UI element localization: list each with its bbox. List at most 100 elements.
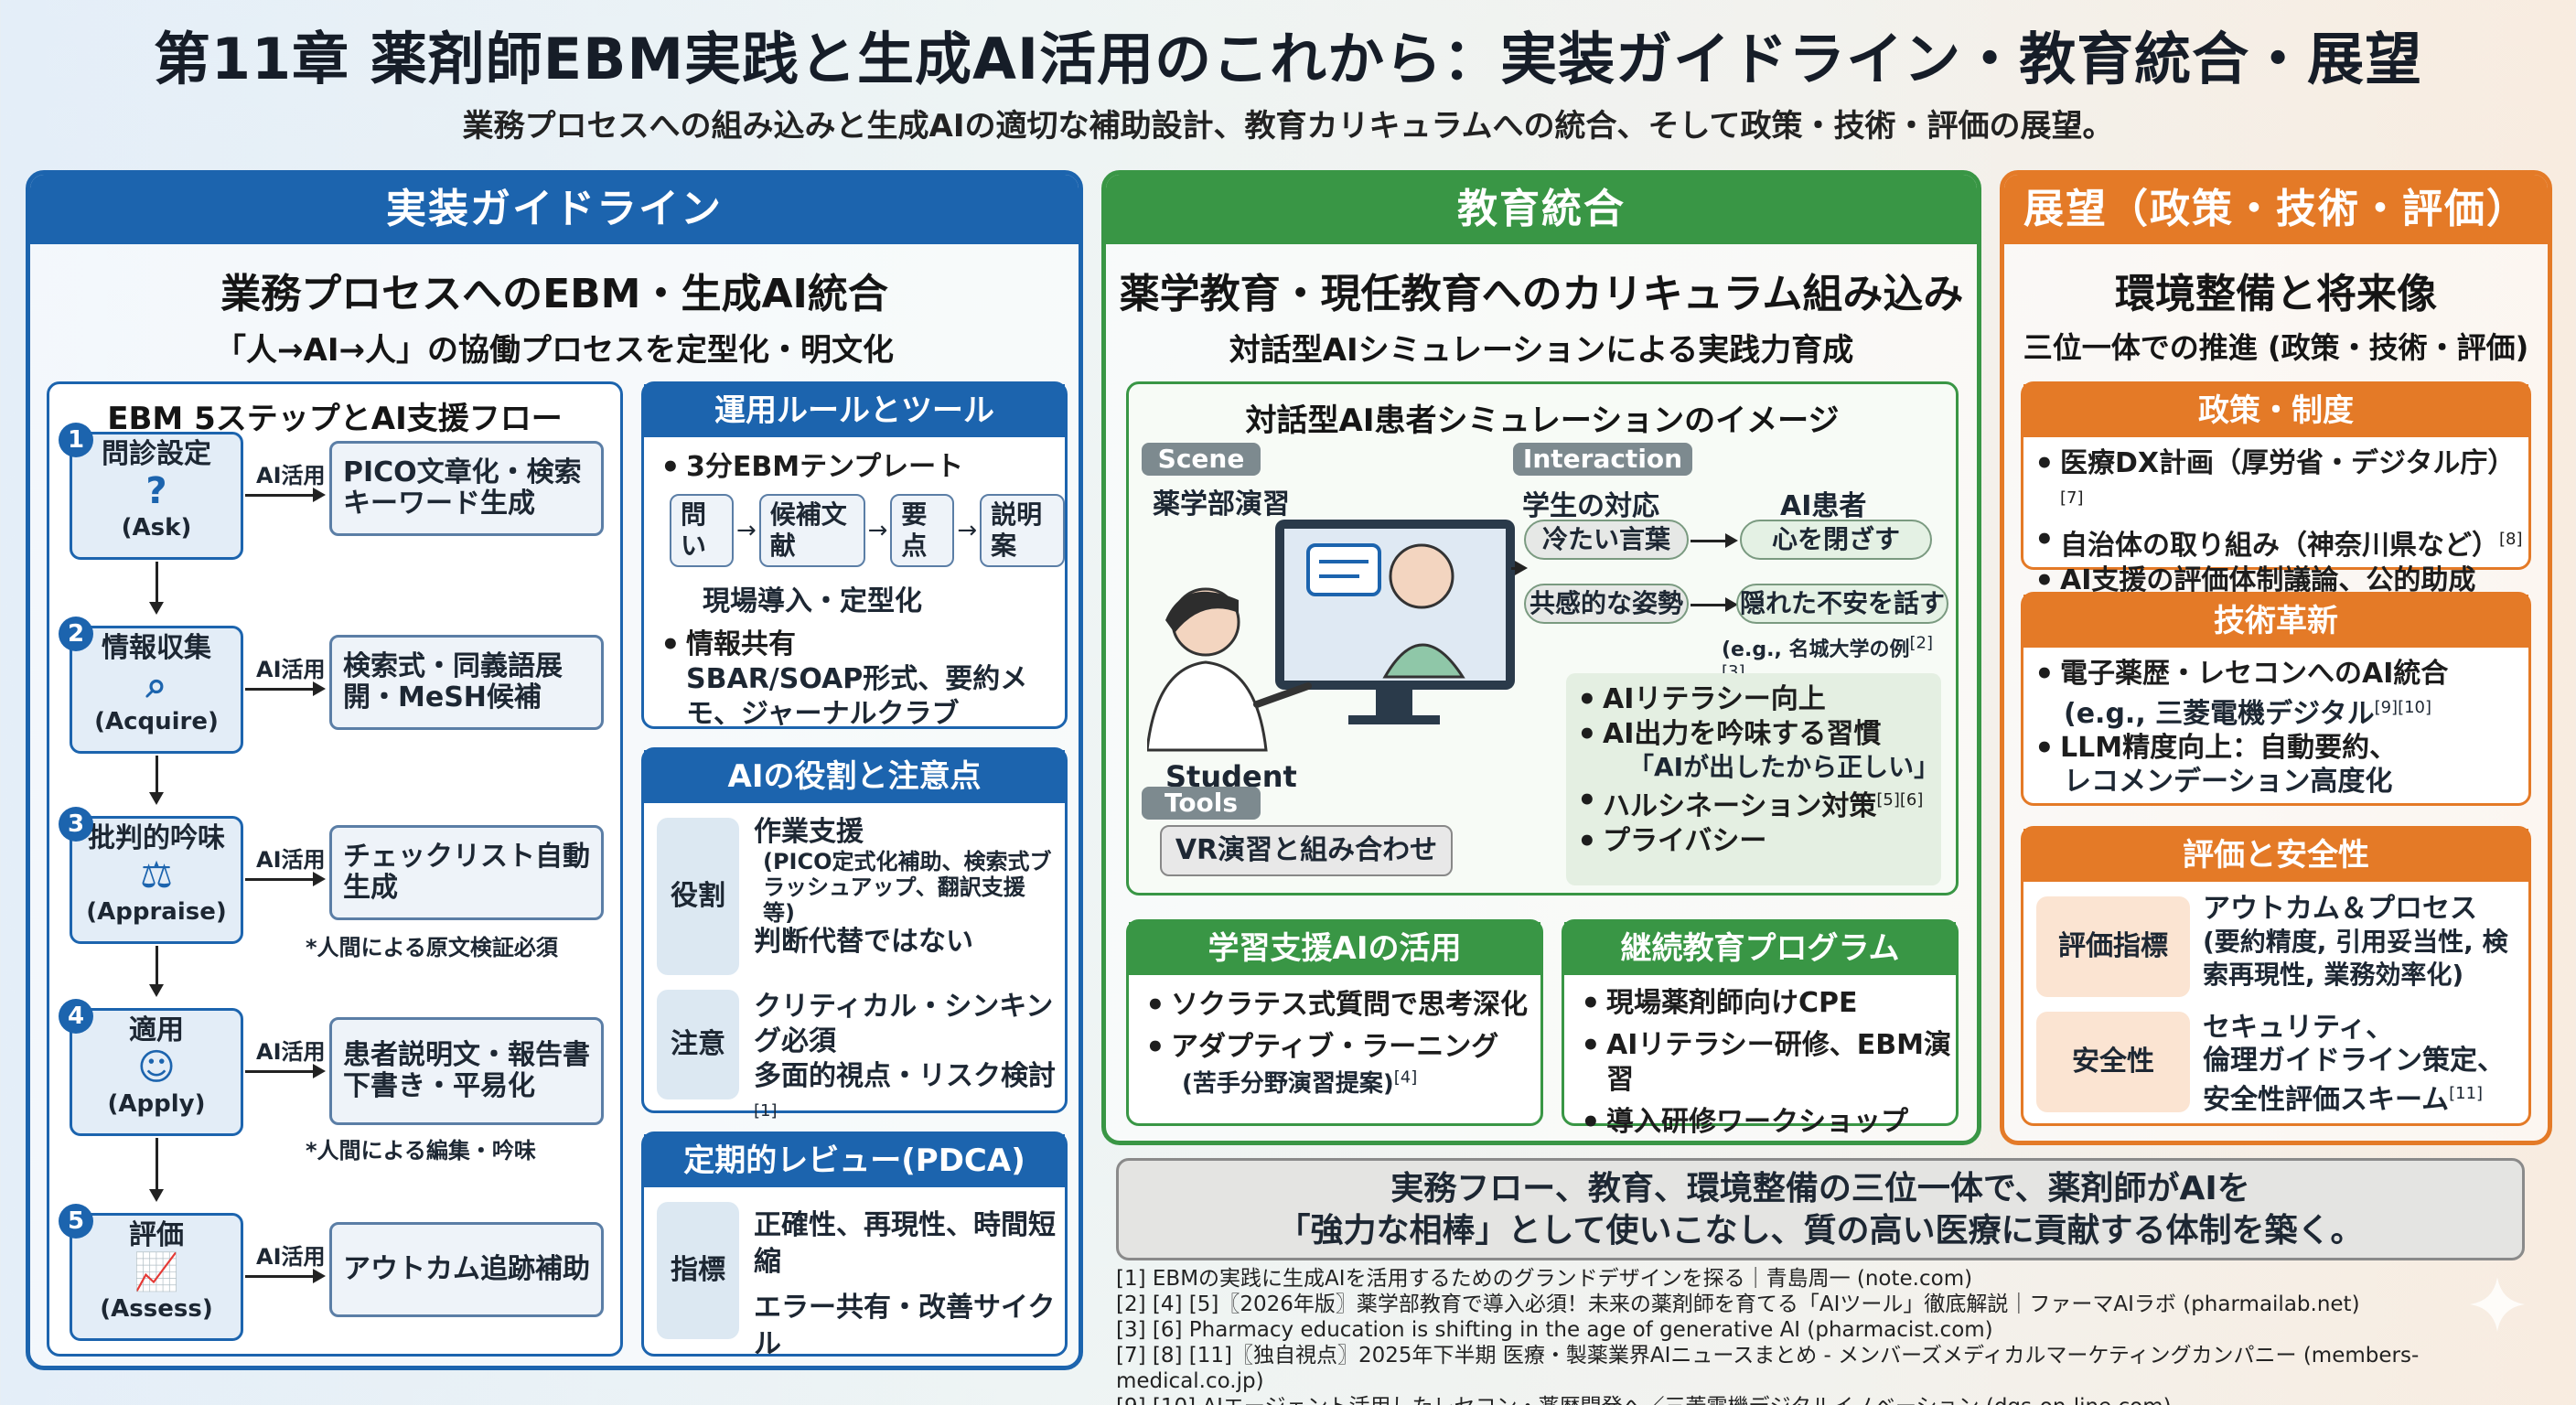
learning-item: アダプティブ・ラーニング [1142, 1030, 1540, 1065]
down-arrow-icon [149, 946, 164, 997]
caution-a: クリティカル・シンキング必須 [754, 991, 1054, 1057]
template-chain: 問い→ 候補文献→ 要点→ 説明案 [670, 494, 1066, 567]
down-arrow-icon [149, 756, 164, 805]
eval-a: アウトカム＆プロセス [2203, 893, 2477, 925]
safety-label: 安全性 [2036, 1012, 2190, 1112]
simulation-title: 対話型AI患者シミュレーションのイメージ [1245, 402, 1840, 439]
page-subtitle: 業務プロセスへの組み込みと生成AIの適切な補助設計、教育カリキュラムへの統合、そ… [462, 108, 2114, 145]
ai-tool-box: 検索式・同義語展開・MeSH候補 [329, 635, 604, 730]
learning-support-box: 学習支援AIの活用 ソクラテス式質問で思考深化 アダプティブ・ラーニング (苦手… [1126, 919, 1543, 1126]
role-label: 役割 [657, 818, 739, 975]
caution-label: 注意 [657, 990, 739, 1099]
ai-tool-box: アウトカム追跡補助 [329, 1222, 604, 1317]
education-subheading: 対話型AIシミュレーションによる実践力育成 [1229, 332, 1854, 369]
arrow-icon [245, 681, 326, 696]
page-title: 第11章 薬剤師EBM実践と生成AI活用のこれから：実装ガイドライン・教育統合・… [153, 26, 2423, 92]
safety-b: 倫理ガイドライン策定、 [2203, 1045, 2505, 1077]
tech-example: (e.g., 三菱電機デジタル[9][10] [2064, 698, 2432, 730]
student-col: 学生の対応 [1522, 490, 1659, 522]
tech-item-cont: レコメンデーション高度化 [2064, 766, 2393, 798]
interaction-tag: Interaction [1513, 443, 1692, 476]
point-quote: 「AIが出したから正しい」 [1628, 752, 1940, 782]
step-en: (Acquire) [94, 708, 219, 735]
reference-item: [1] EBMの実践に生成AIを活用するためのグランドデザインを探る｜青島周一 … [1116, 1267, 1973, 1291]
review-header: 定期的レビュー(PDCA) [644, 1134, 1065, 1187]
eval-b: (要約精度, 引用妥当性, 検索再現性, 業務効率化) [2203, 927, 2508, 990]
chain-step: 説明案 [980, 494, 1066, 567]
outlook-heading: 環境整備と将来像 [2115, 271, 2437, 317]
review-label: 指標 [657, 1202, 739, 1339]
simulation-box: 対話型AI患者シミュレーションのイメージ Scene 薬学部演習 Interac… [1126, 381, 1959, 896]
ai-label: AI活用 [256, 463, 326, 488]
arrow-icon [245, 1269, 326, 1283]
point-item: ハルシネーション対策[5][6] [1573, 783, 1941, 824]
ai-label: AI活用 [256, 1039, 326, 1065]
ai-label: AI活用 [256, 847, 326, 873]
ai-tool-box: チェックリスト自動生成 [329, 825, 604, 920]
safety-a: セキュリティ、 [2203, 1012, 2394, 1044]
down-arrow-icon [149, 562, 164, 615]
ai-tool-box: 患者説明文・報告書下書き・平易化 [329, 1017, 604, 1125]
step-note: *人間による原文検証必須 [306, 935, 558, 960]
education-heading: 薬学教育・現任教育へのカリキュラム組み込み [1119, 271, 1964, 317]
policy-box: 政策・制度 医療DX計画（厚労省・デジタル庁）[7] 自治体の取り組み（神奈川県… [2021, 381, 2531, 598]
step-note: *人間による編集・吟味 [306, 1138, 536, 1164]
ebm-step-1: 問診設定?(Ask) [70, 432, 243, 560]
review-a: 正確性、再現性、時間短縮 [754, 1209, 1056, 1278]
continuing-item: 現場薬剤師向けCPE [1577, 986, 1956, 1021]
reference-item: [3] [6] Pharmacy education is shifting i… [1116, 1318, 1993, 1342]
arrow-icon [245, 872, 326, 886]
chart-icon: 📈 [134, 1251, 179, 1293]
continuing-edu-box: 継続教育プログラム 現場薬剤師向けCPE AIリテラシー研修、EBM演習 導入研… [1562, 919, 1959, 1140]
caution-b: 多面的視点・リスク検討 [754, 1060, 1056, 1092]
sim-points: AIリテラシー向上 AI出力を吟味する習慣 「AIが出したから正しい」 ハルシネ… [1566, 673, 1941, 885]
ai-roles-box: AIの役割と注意点 役割 作業支援 (PICO定式化補助、検索式ブラッシュアップ… [641, 747, 1068, 1121]
learning-item: ソクラテス式質問で思考深化 [1142, 988, 1540, 1023]
education-panel: 教育統合 薬学教育・現任教育へのカリキュラム組み込み 対話型AIシミュレーション… [1101, 170, 1981, 1145]
roles-header: AIの役割と注意点 [644, 750, 1065, 803]
step-name: 問診設定 [102, 438, 211, 470]
scale-icon: ⚖ [140, 854, 173, 896]
learning-header: 学習支援AIの活用 [1129, 922, 1540, 975]
chat-bubble-icon [1306, 543, 1381, 596]
implementation-panel: 実装ガイドライン 業務プロセスへのEBM・生成AI統合 「人→AI→人」の協働プ… [26, 170, 1083, 1370]
rules-box: 運用ルールとツール 3分EBMテンプレート 問い→ 候補文献→ 要点→ 説明案 … [641, 381, 1068, 730]
eval-header: 評価と安全性 [2023, 829, 2528, 882]
implementation-subheading: 「人→AI→人」の協働プロセスを定型化・明文化 [215, 332, 894, 369]
ai-col: AI患者 [1780, 490, 1867, 522]
flow-title: EBM 5ステップとAI支援フロー [107, 401, 563, 437]
arrow-icon [1690, 533, 1738, 548]
eval-label: 評価指標 [2036, 896, 2190, 997]
step-number: 2 [59, 617, 93, 651]
point-item: プライバシー [1573, 824, 1941, 859]
role-title: 作業支援 [754, 816, 864, 848]
tech-item: LLM精度向上：自動要約、 [2031, 731, 2528, 766]
empathy: 共感的な姿勢 [1524, 584, 1689, 624]
scene-tag: Scene [1142, 443, 1261, 476]
tools-text: VR演習と組み合わせ [1160, 825, 1453, 876]
reference-item: [9] [10] AIエージェント活用したレセコン・薬歴開発へ／三菱電機デジタル… [1116, 1394, 2561, 1405]
step-number: 3 [59, 807, 93, 842]
continuing-header: 継続教育プログラム [1564, 922, 1956, 975]
eval-box: 評価と安全性 評価指標 アウトカム＆プロセス (要約精度, 引用妥当性, 検索再… [2021, 826, 2531, 1126]
continuing-item: AIリテラシー研修、EBM演習 [1577, 1028, 1956, 1098]
step-name: 情報収集 [102, 632, 211, 664]
tech-item: 電子薬歴・レセコンへのAI統合 [2031, 657, 2528, 692]
arrow-icon [1690, 597, 1738, 612]
ebm-step-5: 評価📈(Assess) [70, 1213, 243, 1341]
ebm-step-2: 情報収集⌕(Acquire) [70, 626, 243, 754]
step-number: 5 [59, 1204, 93, 1239]
ai-tool-box: PICO文章化・検索キーワード生成 [329, 441, 604, 536]
arrow-icon [1511, 561, 1528, 575]
learning-sub: (苦手分野演習提案)[4] [1182, 1067, 1418, 1098]
deploy-text: 現場導入・定型化 [703, 585, 922, 617]
empathy-response: 隠れた不安を話す [1736, 584, 1948, 624]
ai-label: AI活用 [256, 657, 326, 682]
share-body: SBAR/SOAP形式、要約メモ、ジャーナルクラブ [686, 663, 1028, 730]
reference-item: [7] [8] [11]〖独自視点〗2025年下半期 医療・製薬業界AIニュース… [1116, 1344, 2420, 1393]
ebm-step-4: 適用☺(Apply) [70, 1008, 243, 1136]
implementation-heading: 業務プロセスへのEBM・生成AI統合 [220, 271, 888, 317]
point-item: AI出力を吟味する習慣 [1573, 717, 1941, 752]
step-en: (Appraise) [86, 898, 227, 926]
outlook-panel: 展望（政策・技術・評価） 環境整備と将来像 三位一体での推進 (政策・技術・評価… [2000, 170, 2552, 1145]
